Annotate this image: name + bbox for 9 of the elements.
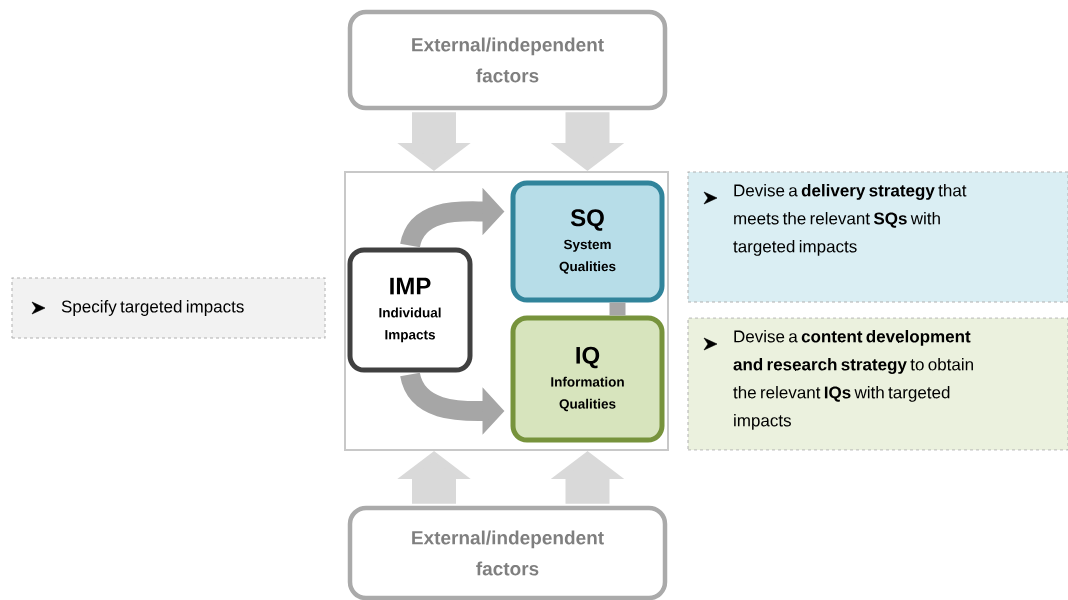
connector-bar [609,302,626,316]
factor-box: External/independent factors [347,9,668,111]
strategy-box: Devise a content development and research strategy to obtain the relevant IQs with targeted impacts [687,317,1068,451]
factor-box: External/independent factors [347,505,668,600]
impact-box: IMP Individual Impacts [347,247,473,373]
quality-box: IQ Information Qualities [510,315,665,443]
task-box: Specify targeted impacts [11,277,326,339]
quality-box: SQ System Qualities [510,180,665,303]
strategy-box: Devise a delivery strategy that meets the relevant SQs with targeted impacts [687,171,1068,303]
